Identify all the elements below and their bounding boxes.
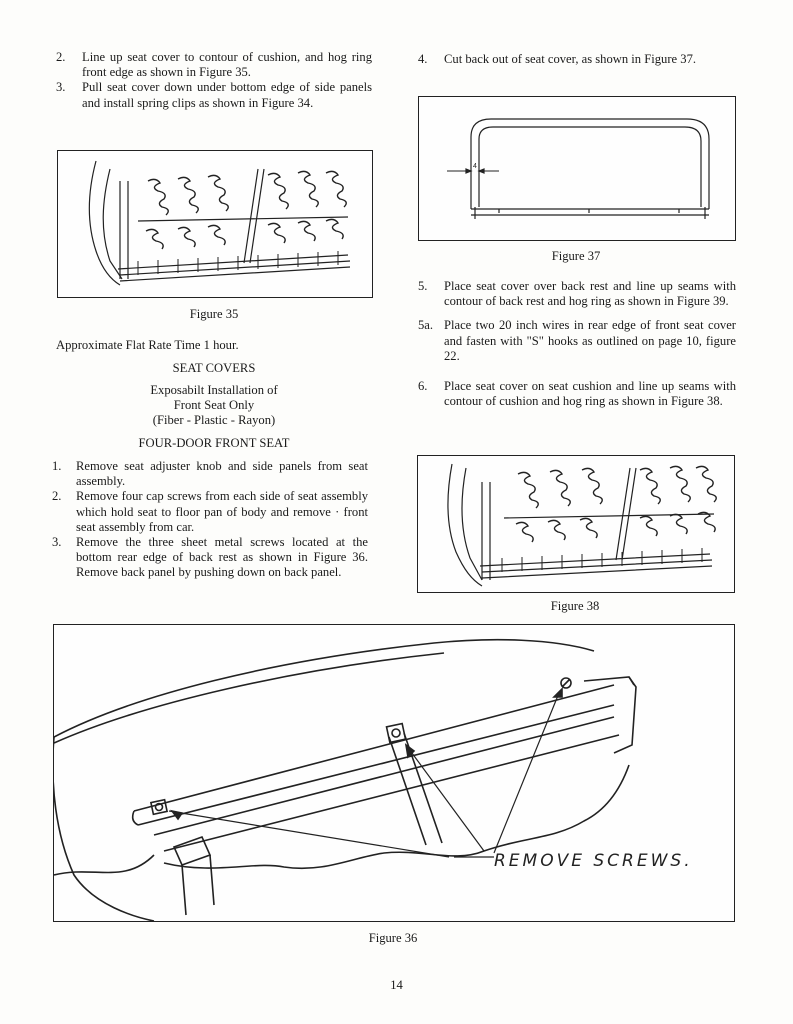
step-item: 5.Place seat cover over back rest and li… (418, 279, 736, 309)
figure-35-frame (57, 150, 373, 298)
left-steps-bottom: 1.Remove seat adjuster knob and side pan… (52, 459, 368, 581)
figure-38-illustration (447, 463, 717, 587)
figure-35-caption: Figure 35 (189, 307, 239, 321)
step-item: 3.Remove the three sheet metal screws lo… (52, 535, 368, 580)
section-title: SEAT COVERS (172, 361, 256, 375)
figure-37-illustration: 4 (447, 118, 710, 219)
flat-rate: Approximate Flat Rate Time 1 hour. (56, 338, 239, 352)
step-item: 1.Remove seat adjuster knob and side pan… (52, 459, 368, 489)
figure-37-dimension-label: 4 (473, 163, 477, 170)
step-item: 3.Pull seat cover down under bottom edge… (56, 80, 372, 110)
step-item: 5a.Place two 20 inch wires in rear edge … (418, 318, 736, 363)
step-item: 2.Remove four cap screws from each side … (52, 489, 368, 534)
figure-37-frame: 4 (418, 96, 736, 241)
figure-36-frame: REMOVE SCREWS. (53, 624, 735, 922)
subsection-title: FOUR-DOOR FRONT SEAT (138, 436, 290, 450)
step-item: 4.Cut back out of seat cover, as shown i… (418, 52, 697, 66)
figure-36-caption: Figure 36 (368, 931, 418, 945)
page-number: 14 (390, 978, 403, 992)
figure-38-caption: Figure 38 (550, 599, 600, 613)
step-item: 2.Line up seat cover to contour of cushi… (56, 50, 372, 80)
figure-37-caption: Figure 37 (551, 249, 601, 263)
step-item: 6.Place seat cover on seat cushion and l… (418, 379, 736, 409)
remove-screws-label: REMOVE SCREWS. (494, 851, 693, 871)
right-steps: 5.Place seat cover over back rest and li… (418, 279, 736, 409)
figure-36-illustration: REMOVE SCREWS. (54, 638, 693, 921)
figure-38-frame (417, 455, 735, 593)
figure-35-illustration (88, 160, 351, 286)
left-steps-top: 2.Line up seat cover to contour of cushi… (56, 50, 372, 111)
right-step-4: 4.Cut back out of seat cover, as shown i… (418, 52, 736, 67)
subtitle: Exposabilt Installation of Front Seat On… (150, 383, 278, 428)
